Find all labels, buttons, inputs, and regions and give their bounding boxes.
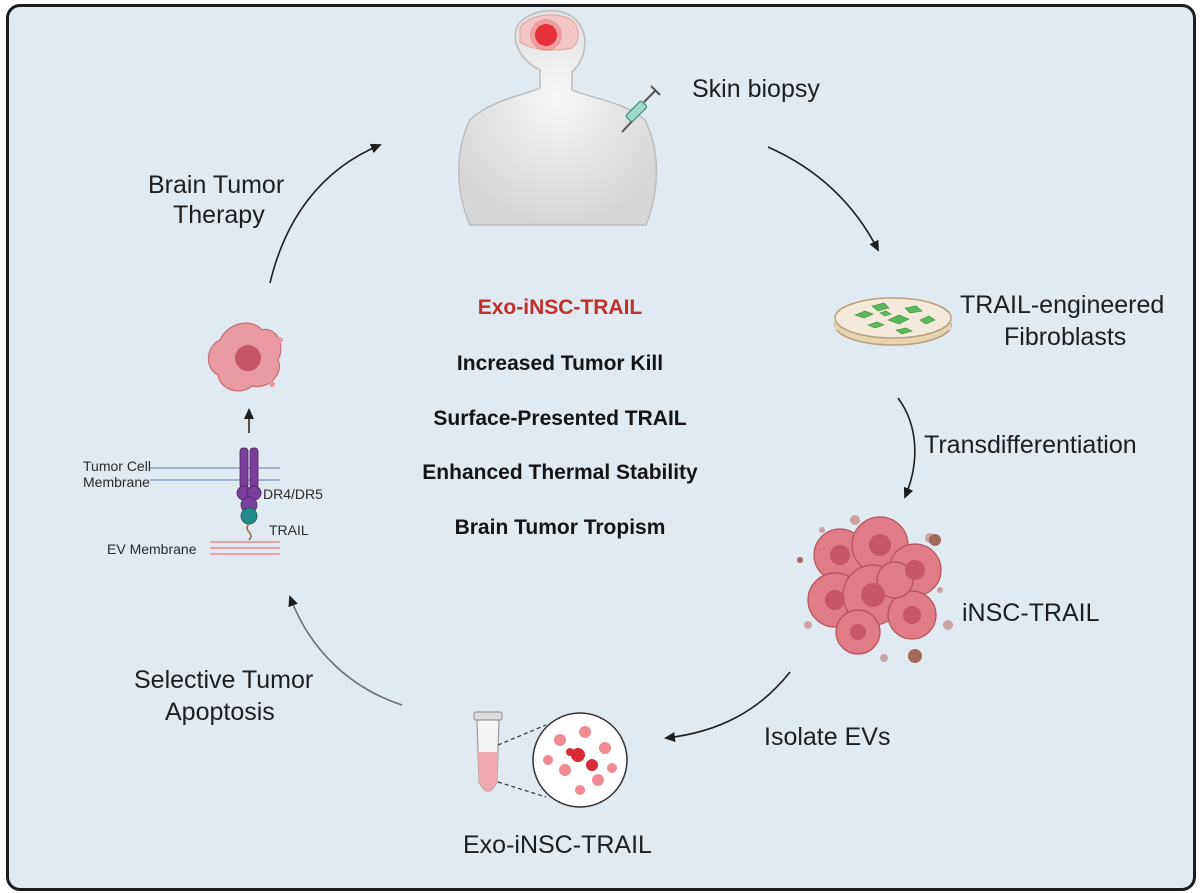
- label-tumor-membrane-line2: Membrane: [83, 474, 150, 490]
- label-ligand: TRAIL: [269, 522, 309, 538]
- step-therapy-line2: Therapy: [173, 201, 265, 229]
- arrow-biopsy-to-fibroblasts: [767, 146, 879, 252]
- label-tumor-membrane-line1: Tumor Cell: [83, 458, 151, 474]
- arrow-tumor-to-brain: [269, 143, 382, 284]
- step-apoptosis-line1: Selective Tumor: [134, 666, 314, 694]
- label-receptor: DR4/DR5: [263, 486, 323, 502]
- human-silhouette-icon: [458, 9, 658, 226]
- label-ev-membrane: EV Membrane: [107, 541, 197, 557]
- tube-icon: [473, 711, 503, 792]
- arrow-exo-to-mechanism: [288, 595, 403, 706]
- tumor-cell-icon: [207, 322, 283, 433]
- feature-surface-trail: Surface-Presented TRAIL: [433, 407, 687, 430]
- arrow-fibroblasts-to-insc: [897, 397, 916, 499]
- syringe-icon: [621, 85, 661, 133]
- step-exo-insc-trail: Exo-iNSC-TRAIL: [463, 831, 652, 859]
- arrow-insc-to-exo: [664, 671, 791, 742]
- feature-tumor-tropism: Brain Tumor Tropism: [454, 516, 666, 539]
- feature-thermal-stability: Enhanced Thermal Stability: [422, 461, 698, 484]
- step-therapy-line1: Brain Tumor: [148, 171, 285, 199]
- step-insc-trail: iNSC-TRAIL: [962, 599, 1100, 627]
- step-transdifferentiation: Transdifferentiation: [924, 431, 1137, 459]
- step-fibroblasts-line2: Fibroblasts: [1004, 323, 1127, 351]
- magnified-vesicles-icon: [497, 712, 628, 808]
- petri-dish-icon: [834, 297, 952, 346]
- center-title: Exo-iNSC-TRAIL: [477, 296, 643, 319]
- cell-cluster-icon: [797, 515, 953, 663]
- flow-arrows: [269, 143, 916, 742]
- step-isolate-evs: Isolate EVs: [764, 723, 891, 751]
- step-apoptosis-line2: Apoptosis: [165, 698, 275, 726]
- brain-tumor-icon: [530, 19, 562, 51]
- step-fibroblasts-line1: TRAIL-engineered: [960, 291, 1165, 319]
- feature-tumor-kill: Increased Tumor Kill: [456, 352, 664, 375]
- receptor-complex-icon: [150, 447, 280, 555]
- step-skin-biopsy: Skin biopsy: [692, 75, 820, 103]
